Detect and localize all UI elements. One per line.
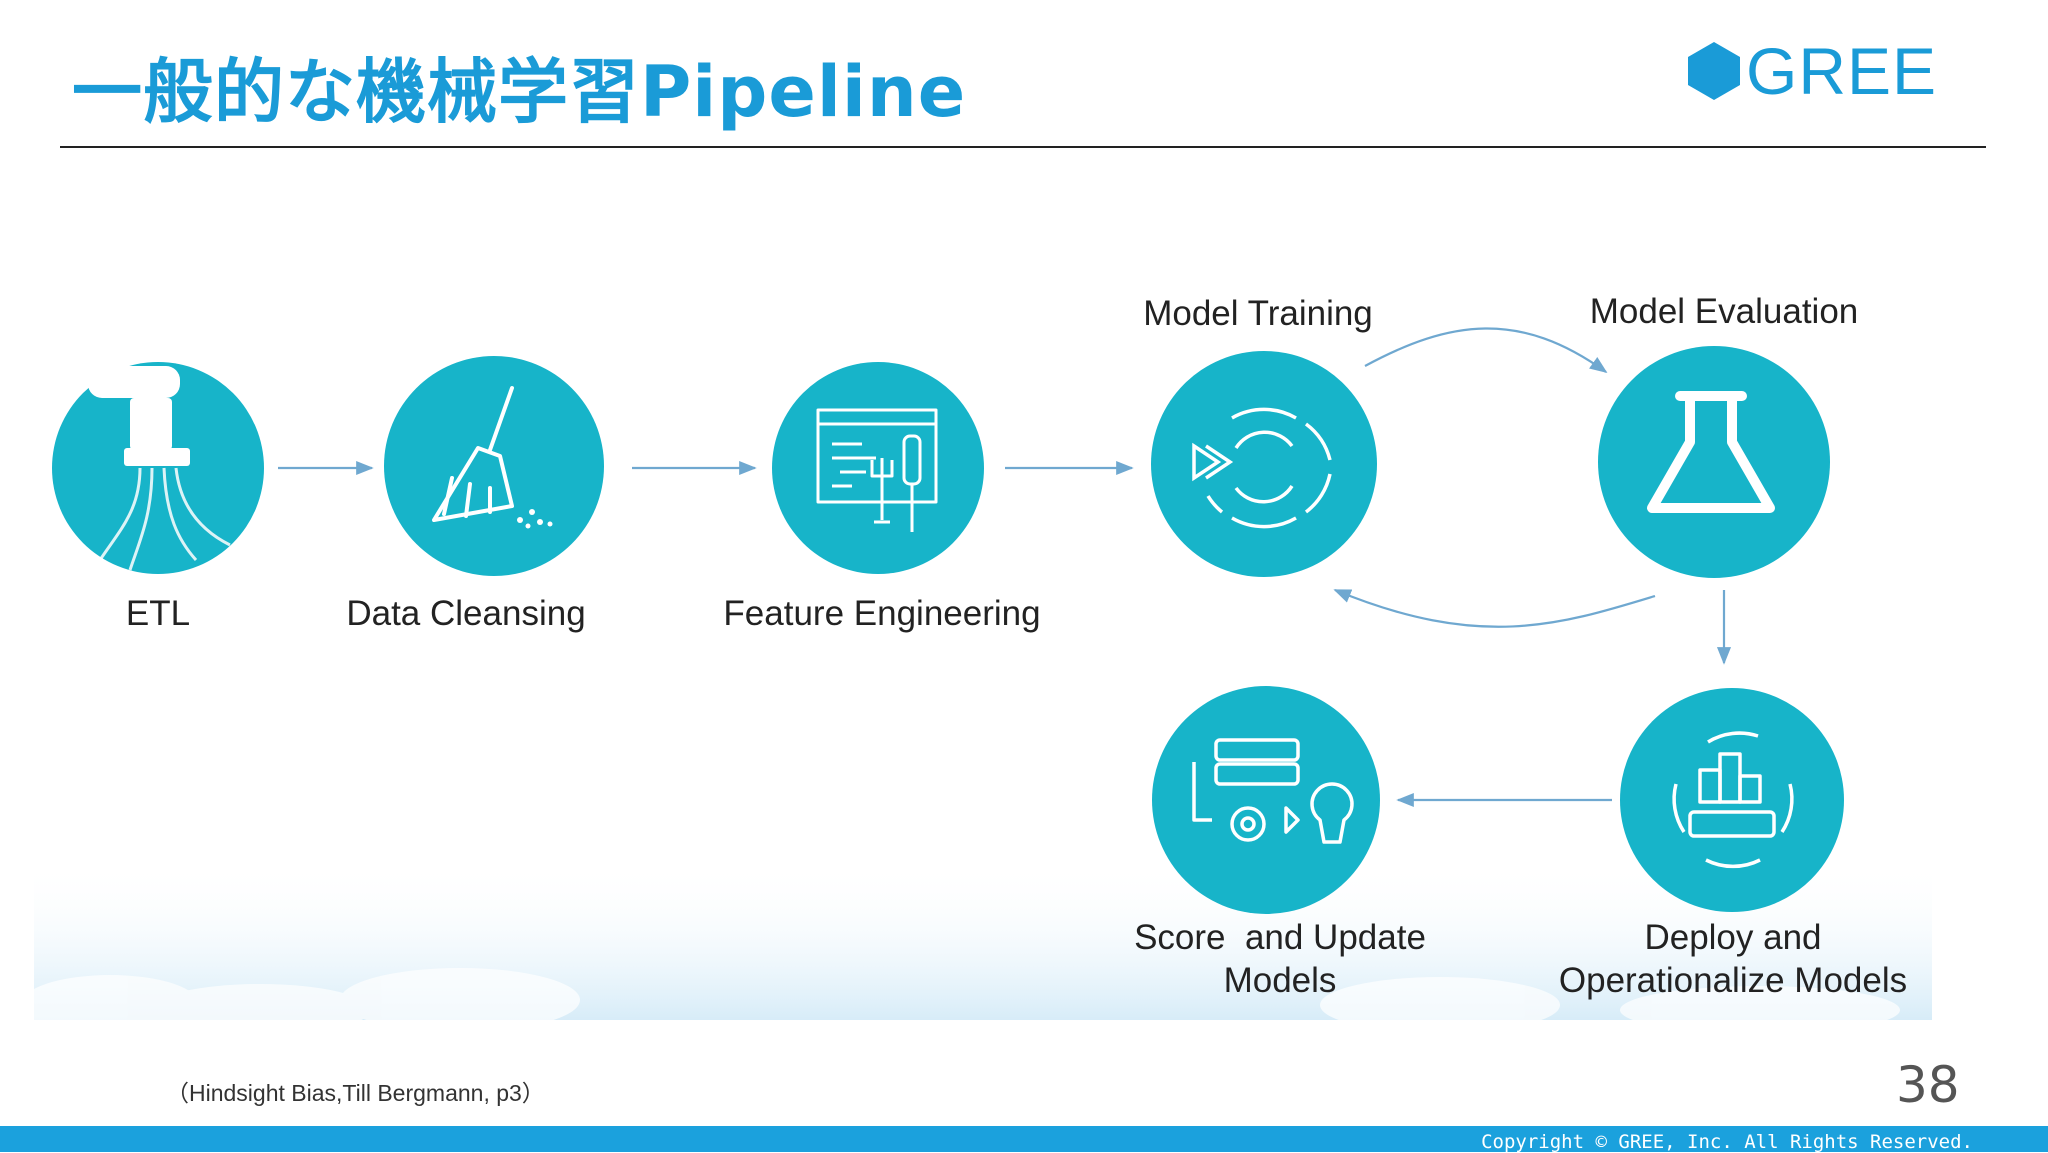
logo-text: GREE bbox=[1746, 34, 1938, 108]
etl-circle bbox=[52, 362, 264, 574]
feature-engineering-stage bbox=[772, 362, 984, 574]
feature-engineering-circle bbox=[772, 362, 984, 574]
faucet-icon bbox=[88, 366, 231, 571]
model-evaluation-circle bbox=[1598, 346, 1830, 578]
flow-arrows bbox=[278, 327, 1732, 808]
broom-icon bbox=[432, 386, 514, 522]
model-training-circle bbox=[1151, 351, 1377, 577]
hexagon-logo-icon bbox=[1688, 42, 1740, 100]
dust-dots bbox=[517, 509, 553, 529]
training-cycle-icon bbox=[1192, 407, 1332, 529]
deploy-circle bbox=[1620, 688, 1844, 912]
data-cleansing-circle bbox=[384, 356, 604, 576]
arrow-training-to-evaluation bbox=[1364, 327, 1608, 374]
stage-label-deploy-line-2: Operationalize Models bbox=[1558, 961, 1908, 1000]
model-evaluation-stage bbox=[1598, 346, 1830, 578]
citation: （Hindsight Bias,Till Bergmann, p3） bbox=[166, 1080, 545, 1106]
score-update-circle bbox=[1152, 686, 1380, 914]
model-training-stage bbox=[1151, 351, 1377, 577]
page-number: 38 bbox=[1896, 1056, 1960, 1114]
stage-label-score-line-2: Models bbox=[1223, 961, 1337, 1000]
title-divider bbox=[60, 146, 1986, 148]
stage-label-score-line-1: Score and Update bbox=[1134, 918, 1426, 957]
stage-label-score-update: Score and Update Models bbox=[1108, 916, 1452, 1002]
stage-label-deploy: Deploy and Operationalize Models bbox=[1538, 916, 1928, 1002]
etl-stage bbox=[52, 362, 264, 574]
footer-bar: Copyright © GREE, Inc. All Rights Reserv… bbox=[0, 1126, 2048, 1153]
arrow-evaluation-to-training bbox=[1333, 588, 1656, 628]
stage-label-etl: ETL bbox=[125, 594, 191, 633]
score-update-icon bbox=[1192, 738, 1354, 844]
stage-label-deploy-line-1: Deploy and bbox=[1644, 918, 1822, 957]
cloud-decoration bbox=[20, 968, 1900, 1036]
data-cleansing-stage bbox=[384, 356, 604, 576]
score-update-stage bbox=[1152, 686, 1380, 914]
copyright: Copyright © GREE, Inc. All Rights Reserv… bbox=[1481, 1131, 1973, 1153]
stage-label-feature-engineering: Feature Engineering bbox=[723, 594, 1041, 633]
slide-title: 一般的な機械学習Pipeline bbox=[72, 51, 967, 133]
code-wrench-icon bbox=[816, 408, 938, 532]
stage-label-data-cleansing: Data Cleansing bbox=[346, 594, 586, 633]
stage-label-model-training: Model Training bbox=[1143, 294, 1373, 333]
deploy-stage bbox=[1620, 688, 1844, 912]
flask-icon bbox=[1647, 391, 1775, 513]
gree-logo: GREE bbox=[1686, 34, 1938, 108]
stage-label-model-evaluation: Model Evaluation bbox=[1589, 292, 1859, 331]
deploy-icon bbox=[1672, 731, 1794, 869]
